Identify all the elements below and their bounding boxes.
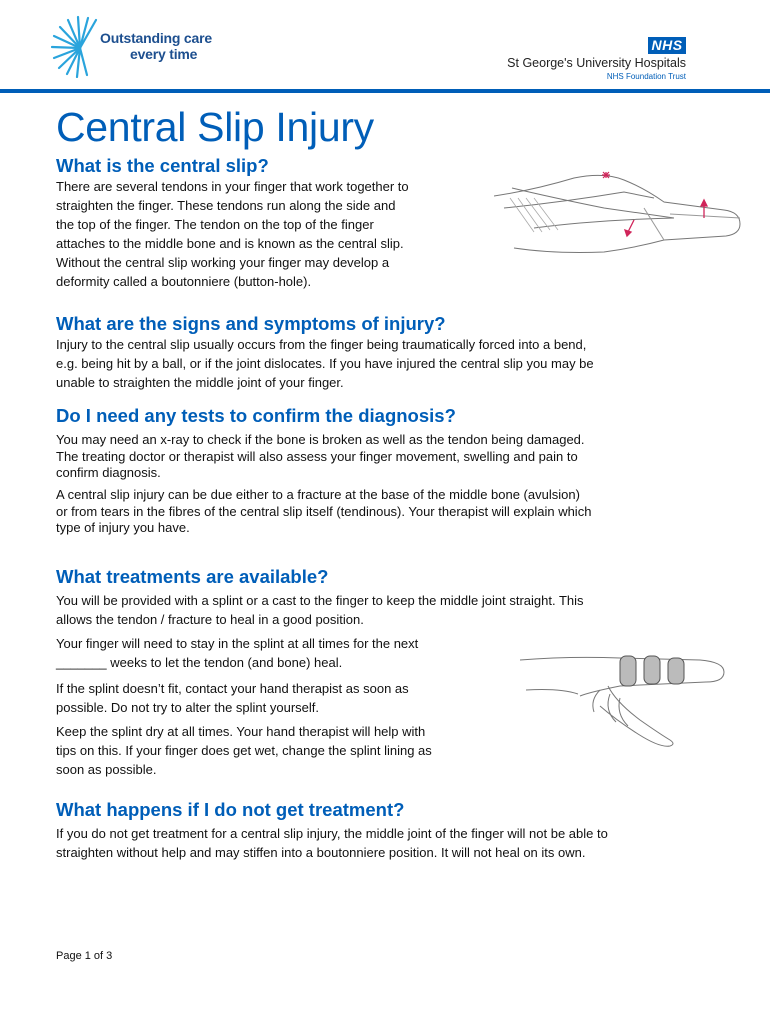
tagline: Outstanding care every time	[100, 30, 212, 62]
text-line: Your finger will need to stay in the spl…	[56, 636, 419, 651]
text-line: Injury to the central slip usually occur…	[56, 337, 587, 352]
heading-treatments: What treatments are available?	[56, 566, 329, 587]
text-line: You may need an x-ray to check if the bo…	[56, 432, 585, 447]
nhs-logo: NHS	[648, 37, 686, 54]
text-line: type of injury you have.	[56, 520, 190, 535]
sunburst-logo-icon	[50, 15, 98, 78]
text-line: soon as possible.	[56, 762, 157, 777]
finger-tendon-illustration	[494, 171, 741, 253]
text-line: Without the central slip working your fi…	[56, 255, 390, 270]
text-line: A central slip injury can be due either …	[56, 487, 580, 502]
tagline-line-1: Outstanding care	[100, 30, 212, 46]
page-title: Central Slip Injury	[56, 104, 374, 150]
heading-what-is-central-slip: What is the central slip?	[56, 155, 269, 176]
text-line: deformity called a boutonniere (button-h…	[56, 274, 312, 289]
text-line: tips on this. If your finger does get we…	[56, 743, 432, 758]
paragraph-signs-symptoms: Injury to the central slip usually occur…	[56, 335, 736, 392]
paragraph-treatments-1: You will be provided with a splint or a …	[56, 591, 736, 629]
text-line: If you do not get treatment for a centra…	[56, 826, 608, 841]
text-line: or from tears in the fibres of the centr…	[56, 503, 592, 519]
text-line: _______ weeks to let the tendon (and bon…	[56, 655, 343, 670]
finger-splint-illustration	[520, 655, 725, 747]
trust-subtitle: NHS Foundation Trust	[606, 72, 686, 81]
text-line: The treating doctor or therapist will al…	[56, 448, 578, 464]
text-line: confirm diagnosis.	[56, 465, 161, 480]
text-line: straighten without help and may stiffen …	[56, 845, 586, 860]
paragraph-tests-2: A central slip injury can be due either …	[56, 487, 736, 537]
text-line: straighten the finger. These tendons run…	[56, 198, 396, 213]
text-line: There are several tendons in your finger…	[56, 179, 409, 194]
page-header: Outstanding care every time NHS St Georg…	[0, 0, 770, 93]
heading-tests: Do I need any tests to confirm the diagn…	[56, 405, 456, 426]
text-line: unable to straighten the middle joint of…	[56, 375, 344, 390]
page-number: Page 1 of 3	[56, 950, 113, 962]
text-line: the top of the finger. The tendon on the…	[56, 217, 374, 232]
paragraph-treatments-2: Your finger will need to stay in the spl…	[56, 634, 516, 672]
paragraph-what-is-central-slip: There are several tendons in your finger…	[56, 177, 486, 291]
header-rule	[0, 89, 770, 93]
text-line: If the splint doesn’t fit, contact your …	[56, 681, 409, 696]
heading-signs-symptoms: What are the signs and symptoms of injur…	[56, 313, 446, 334]
paragraph-tests-1: You may need an x-ray to check if the bo…	[56, 432, 736, 482]
text-line: You will be provided with a splint or a …	[56, 593, 584, 608]
text-line: allows the tendon / fracture to heal in …	[56, 612, 364, 627]
text-line: attaches to the middle bone and is known…	[56, 236, 404, 251]
trust-name: St George's University Hospitals	[507, 56, 686, 70]
text-line: possible. Do not try to alter the splint…	[56, 700, 320, 715]
heading-no-treatment: What happens if I do not get treatment?	[56, 799, 405, 820]
tagline-line-2: every time	[130, 46, 198, 62]
paragraph-treatments-4: Keep the splint dry at all times. Your h…	[56, 722, 526, 779]
paragraph-treatments-3: If the splint doesn’t fit, contact your …	[56, 679, 516, 717]
paragraph-no-treatment: If you do not get treatment for a centra…	[56, 824, 746, 862]
text-line: Keep the splint dry at all times. Your h…	[56, 724, 426, 739]
text-line: e.g. being hit by a ball, or if the join…	[56, 356, 594, 371]
